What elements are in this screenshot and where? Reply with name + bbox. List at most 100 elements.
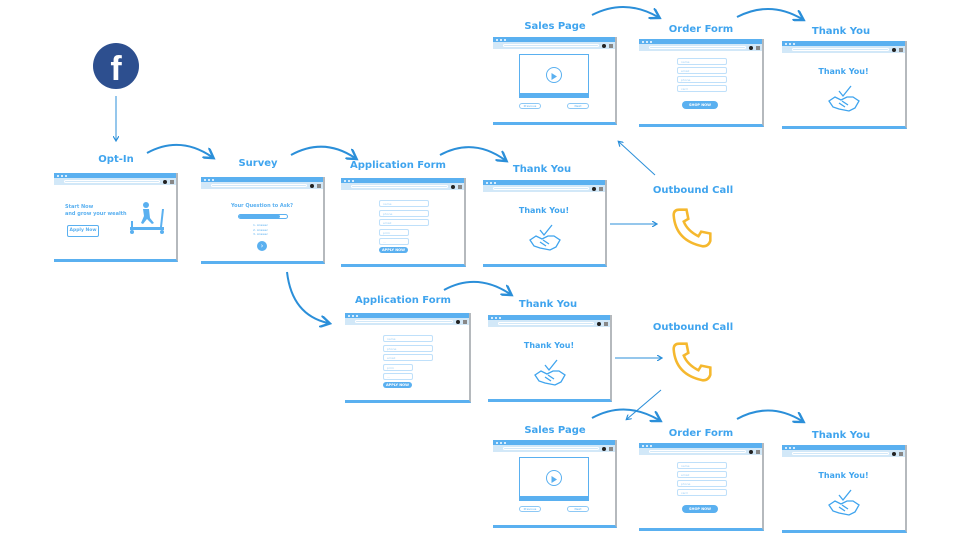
window-body: Thank You!	[483, 192, 605, 264]
previous-button[interactable]: Previous	[519, 506, 541, 512]
next-button[interactable]: ›	[257, 241, 267, 251]
shop-now-button[interactable]: SHOP NOW	[682, 505, 718, 513]
treadmill-icon	[128, 201, 166, 241]
menu-icon	[170, 179, 174, 184]
window-dot	[212, 178, 214, 181]
url-field	[351, 185, 448, 188]
address-bar	[483, 185, 605, 192]
progress-bar	[238, 214, 288, 219]
form-field-2[interactable]: email	[379, 219, 429, 226]
dot-icon	[892, 47, 896, 52]
address-bar	[54, 178, 176, 185]
label-ty1: Thank You	[512, 164, 572, 175]
window-dot	[204, 178, 206, 181]
arrow-sales-order	[591, 6, 658, 17]
url-field	[355, 320, 453, 323]
label-ty2: Thank You	[811, 26, 871, 37]
window-dot	[789, 446, 791, 449]
form-field-1[interactable]: phone	[383, 344, 433, 352]
window-titlebar	[483, 180, 605, 185]
menu-icon	[609, 446, 613, 451]
form-field-1[interactable]: email	[677, 471, 727, 478]
dot-icon	[602, 43, 606, 48]
window-dot	[642, 444, 644, 447]
url-field	[792, 452, 889, 455]
window-titlebar	[493, 37, 615, 42]
window-dot	[793, 42, 795, 45]
video-player	[519, 54, 589, 98]
form-field-3[interactable]: prim	[379, 228, 409, 236]
address-bar	[493, 445, 615, 452]
apply-now-button[interactable]: APPLY NOW	[383, 382, 412, 388]
window-dot	[642, 40, 644, 43]
form-field-4[interactable]: ...	[383, 373, 413, 380]
form-field-0[interactable]: name	[383, 335, 433, 342]
form-field-2[interactable]: phone	[677, 76, 727, 83]
thank-you-text: Thank You!	[523, 341, 575, 350]
headline: and grow your wealth	[65, 211, 127, 217]
thank-you-text: Thank You!	[818, 471, 869, 480]
label-call1: Outbound Call	[652, 185, 734, 196]
next-button[interactable]: Next	[567, 103, 589, 109]
form-field-0[interactable]: name	[677, 462, 727, 469]
url-field	[649, 46, 746, 49]
apply-now-button[interactable]: APPLY NOW	[379, 247, 408, 253]
video-controls	[520, 496, 588, 500]
play-icon[interactable]	[546, 470, 562, 486]
previous-button[interactable]: Previous	[519, 103, 541, 109]
next-button[interactable]: Next	[567, 506, 589, 512]
label-sales1: Sales Page	[524, 21, 586, 32]
form-field-4[interactable]: ...	[379, 238, 409, 245]
shop-now-button[interactable]: SHOP NOW	[682, 101, 718, 109]
form-field-0[interactable]: name	[677, 58, 727, 65]
window-dot	[650, 40, 652, 43]
url-field	[493, 187, 589, 190]
form-field-3[interactable]: card	[677, 489, 727, 496]
form-field-1[interactable]: phone	[379, 209, 429, 217]
play-icon[interactable]	[546, 67, 562, 83]
window-titlebar	[345, 313, 469, 318]
survey-question: Your Question to Ask?	[230, 203, 294, 209]
apply-now-button[interactable]: Apply Now	[67, 225, 99, 237]
window-dot	[504, 38, 506, 41]
dot-icon	[592, 186, 596, 191]
address-bar	[201, 182, 323, 189]
window-dot	[495, 316, 497, 319]
window-dot	[499, 316, 501, 319]
window-dot	[490, 181, 492, 184]
label-sales2: Sales Page	[524, 425, 586, 436]
survey-answer[interactable]: 2. Answer	[253, 227, 268, 232]
form-field-0[interactable]: name	[379, 200, 429, 207]
address-bar	[639, 448, 762, 455]
window-body: Thank You!	[782, 53, 905, 126]
form-field-2[interactable]: phone	[677, 480, 727, 487]
address-bar	[341, 183, 464, 190]
window-dot	[61, 174, 63, 177]
window-dot	[793, 446, 795, 449]
form-field-1[interactable]: email	[677, 67, 727, 74]
dot-icon	[892, 451, 896, 456]
label-order2: Order Form	[668, 428, 734, 439]
window-body: Previous Next	[493, 452, 615, 525]
thank-you-text: Thank You!	[818, 67, 869, 76]
survey-answer[interactable]: 1. Answer	[253, 223, 268, 227]
dot-icon	[749, 45, 753, 50]
survey-answer[interactable]: 3. Answer	[253, 232, 268, 236]
menu-icon	[317, 183, 321, 188]
window-dot	[504, 441, 506, 444]
browser-window-sales: Previous Next	[493, 37, 617, 125]
arrow-call2-sales2	[627, 389, 662, 419]
menu-icon	[756, 45, 760, 50]
form-field-2[interactable]: email	[383, 354, 433, 361]
arrow-call-sales	[619, 142, 656, 176]
window-dot	[344, 179, 346, 182]
arrow-app-ty	[439, 146, 505, 160]
form-field-3[interactable]: prim	[383, 363, 413, 371]
form-field-3[interactable]: card	[677, 85, 727, 92]
